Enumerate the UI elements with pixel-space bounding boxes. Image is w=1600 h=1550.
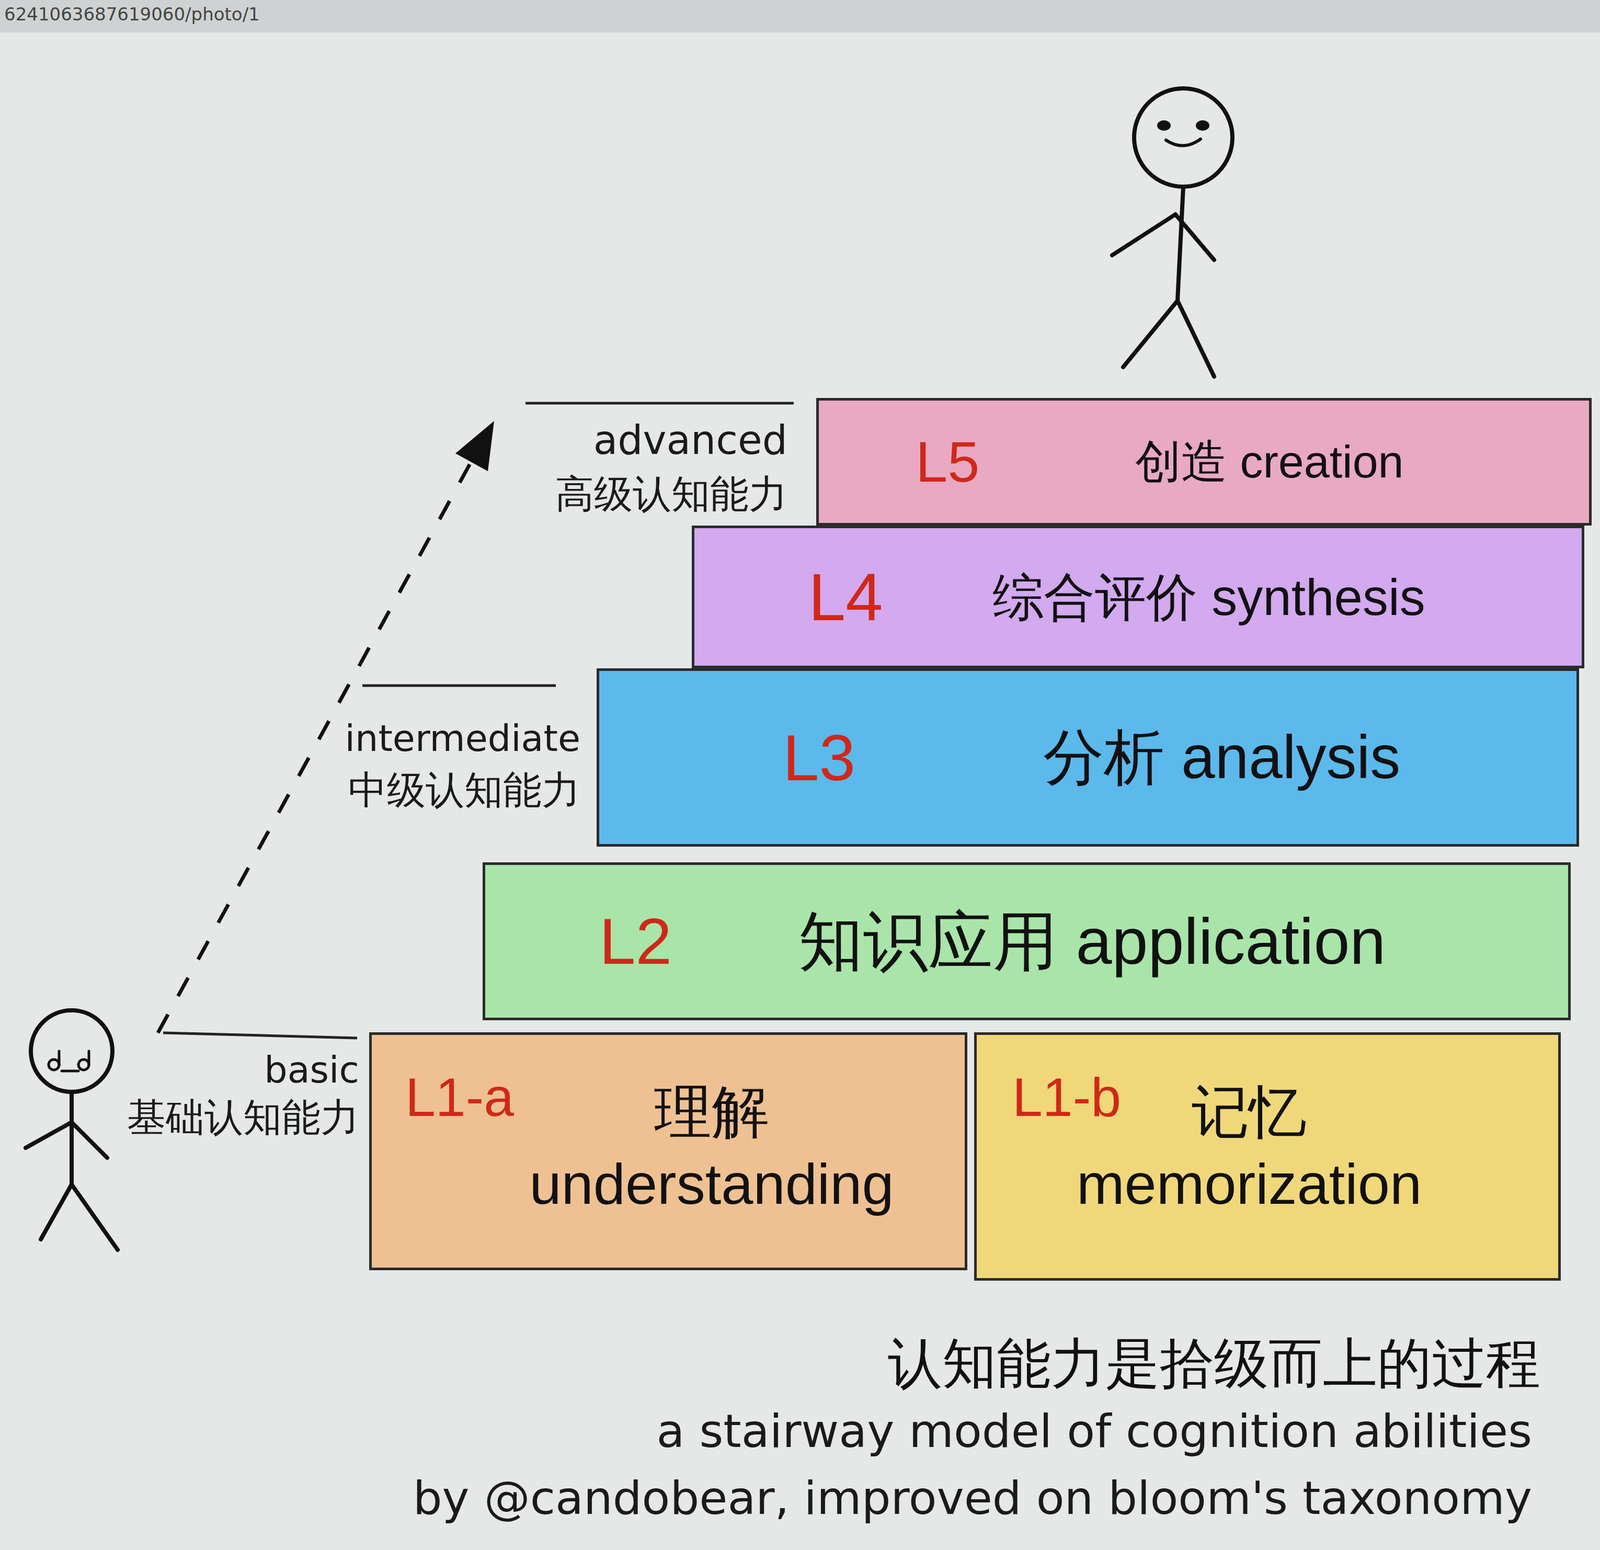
- stair-step: L5 创造 creation: [816, 397, 1592, 526]
- url-fragment: 6241063687619060/photo/1: [4, 4, 260, 25]
- level-label: 高级认知能力: [552, 471, 791, 517]
- level-name: 记忆 memorization: [1076, 1075, 1422, 1220]
- stair-step: L2 知识应用 application: [482, 862, 1571, 1021]
- bottom-stick-figure: [25, 1010, 118, 1250]
- stair-step: L1-a理解 understanding: [369, 1032, 968, 1271]
- level-label: 中级认知能力: [345, 767, 584, 813]
- top-figure-eyes: [1157, 120, 1210, 131]
- stair-step: L4 综合评价 synthesis: [691, 525, 1585, 669]
- level-tag: L1-a: [405, 1066, 514, 1129]
- browser-bar: [0, 0, 1600, 33]
- level-name: 创造 creation: [1135, 435, 1404, 488]
- level-tag: L3: [782, 720, 856, 796]
- level-label: 基础认知能力: [123, 1094, 363, 1140]
- level-name: 综合评价 synthesis: [992, 567, 1426, 627]
- stair-step: L1-b记忆 memorization: [974, 1032, 1561, 1281]
- top-stick-figure: [1112, 88, 1233, 377]
- arrow-head: [455, 420, 495, 472]
- level-tag: L5: [915, 428, 980, 496]
- level-name: 分析 analysis: [1043, 722, 1401, 793]
- caption-line: a stairway model of cognition abilities: [656, 1404, 1533, 1458]
- stair-step: L3 分析 analysis: [596, 668, 1580, 847]
- level-label: basic: [260, 1048, 363, 1092]
- level-name: 知识应用 application: [798, 904, 1386, 979]
- level-tag: L2: [599, 903, 672, 979]
- caption-line: by @candobear, improved on bloom's taxon…: [413, 1471, 1533, 1525]
- level-tag: L1-b: [1012, 1066, 1122, 1129]
- level-name: 理解 understanding: [529, 1075, 894, 1220]
- bottom-figure-face: [48, 1050, 89, 1071]
- level-label: intermediate: [341, 717, 584, 760]
- level-label: advanced: [590, 417, 791, 463]
- level-tag: L4: [808, 558, 883, 636]
- caption: 认知能力是拾级而上的过程: [887, 1332, 1541, 1396]
